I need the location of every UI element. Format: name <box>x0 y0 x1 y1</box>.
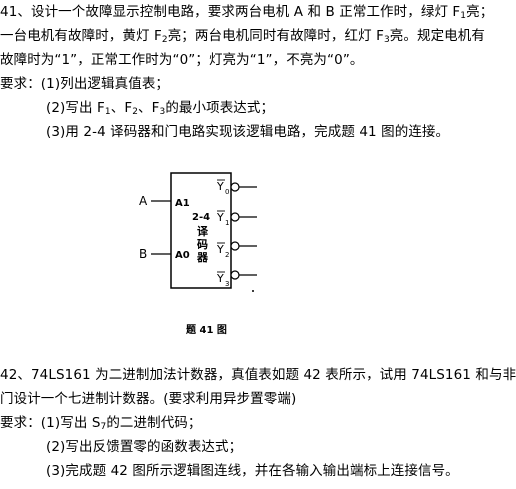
q42-req1-text: 要求：(1)写出 S <box>0 415 101 431</box>
q41-requirement-2: (2)写出 F1、F2、F3的最小项表达式； <box>46 98 274 122</box>
output-y0-sub: 0 <box>225 188 229 196</box>
chip-name-char-2: 码 <box>197 238 208 251</box>
output-y0-bubble <box>230 182 240 192</box>
pin-a1-label: A1 <box>175 198 190 209</box>
q42-req1-tail: 的二进制代码； <box>106 415 202 431</box>
output-y2-bubble <box>230 241 240 251</box>
q41-line-2-text: 一台电机有故障时，黄灯 F <box>0 28 162 44</box>
output-y3-sub: 3 <box>225 280 229 288</box>
q41-line-3: 故障时为“1”，正常工作时为“0”；灯亮为“1”，不亮为“0”。 <box>0 52 364 68</box>
subscript: 2 <box>161 35 168 45</box>
q42-line-2: 门设计一个七进制计数器。(要求利用异步置零端) <box>0 391 297 407</box>
q41-line-2: 一台电机有故障时，黄灯 F2亮；两台电机同时有故障时，红灯 F3亮。规定电机有 <box>0 26 485 50</box>
output-y1-label: Y <box>216 211 224 224</box>
subscript: 3 <box>383 35 390 45</box>
output-y1-bubble <box>230 212 240 222</box>
output-y1-sub: 1 <box>225 219 229 227</box>
decoder-box <box>170 172 232 289</box>
subscript: 1 <box>104 107 111 117</box>
req2-tail: 的最小项表达式； <box>165 100 275 116</box>
stray-dot <box>252 290 254 292</box>
subscript: 3 <box>159 107 166 117</box>
pin-a0-label: A0 <box>175 250 190 261</box>
q41-line-1-text: 41、设计一个故障显示控制电路，要求两台电机 A 和 B 正常工作时，绿灯 F <box>0 4 461 20</box>
subscript: 2 <box>132 107 139 117</box>
subscript: 1 <box>460 11 467 21</box>
q42-requirement-1: 要求：(1)写出 S7的二进制代码； <box>0 413 202 437</box>
separator: 、F <box>110 100 133 116</box>
q41-requirement-3: (3)用 2-4 译码器和门电路实现该逻辑电路，完成题 41 图的连接。 <box>46 124 450 140</box>
chip-name-char-3: 器 <box>196 251 209 264</box>
output-y3-bubble <box>230 270 240 280</box>
separator: 、F <box>138 100 160 116</box>
q42-requirement-3: (3)完成题 42 图所示逻辑图连线，并在各输入输出端标上连接信号。 <box>46 463 459 479</box>
input-a-label: A <box>139 194 148 208</box>
output-y2-sub: 2 <box>225 251 229 259</box>
output-y3-label: Y <box>216 272 224 285</box>
chip-type-label: 2-4 <box>192 212 210 223</box>
q42-line-1: 42、74LS161 为二进制加法计数器，真值表如题 42 表所示，试用 74L… <box>0 367 516 383</box>
q41-line-2-tail: 亮。规定电机有 <box>389 28 485 44</box>
input-b-label: B <box>139 247 147 261</box>
subscript: 7 <box>100 422 107 432</box>
q42-requirement-2: (2)写出反馈置零的函数表达式； <box>46 439 243 455</box>
req2-text: (2)写出 F <box>46 100 105 116</box>
chip-name-char-1: 译 <box>197 225 209 238</box>
output-y0-label: Y <box>216 180 224 193</box>
q41-line-1: 41、设计一个故障显示控制电路，要求两台电机 A 和 B 正常工作时，绿灯 F1… <box>0 2 493 26</box>
q41-line-1-tail: 亮； <box>466 4 494 20</box>
q41-requirement-1: 要求：(1)列出逻辑真值表； <box>0 76 170 92</box>
output-y2-label: Y <box>216 243 224 256</box>
figure-41-caption: 题 41 图 <box>186 324 227 336</box>
q41-line-2-mid: 亮；两台电机同时有故障时，红灯 F <box>167 28 384 44</box>
